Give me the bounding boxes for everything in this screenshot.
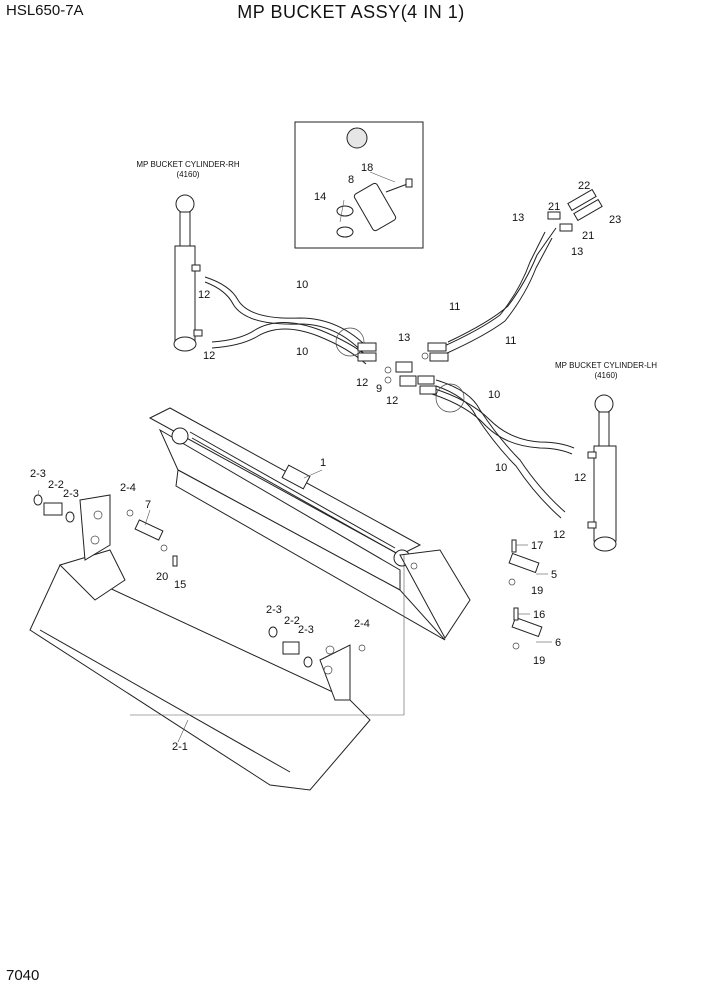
- callout-11a: 11: [449, 301, 460, 313]
- callout-21b: 21: [582, 230, 594, 242]
- cylinder-rh-label: MP BUCKET CYLINDER-RH (4160): [118, 160, 258, 180]
- callout-12e: 12: [574, 472, 586, 484]
- cylinder-rh-code: (4160): [176, 170, 200, 179]
- callout-13a: 13: [512, 212, 524, 224]
- callout-2-3c: 2-3: [266, 604, 282, 616]
- cylinder-rh-name: MP BUCKET CYLINDER-RH: [136, 160, 240, 169]
- callout-2-4a: 2-4: [120, 482, 136, 494]
- callout-17: 17: [531, 540, 543, 552]
- page-number: 7040: [6, 967, 40, 984]
- center-fittings: [384, 352, 429, 387]
- fittings-21-23: [547, 188, 603, 232]
- callout-19a: 19: [531, 585, 543, 597]
- callout-2-2b: 2-2: [284, 615, 300, 627]
- cylinder-rh: [173, 194, 203, 352]
- callout-12b: 12: [203, 350, 215, 362]
- cylinder-lh-label: MP BUCKET CYLINDER-LH (4160): [536, 361, 676, 381]
- cylinder-lh-name: MP BUCKET CYLINDER-LH: [555, 361, 657, 370]
- callout-12c: 12: [356, 377, 368, 389]
- callout-5: 5: [551, 569, 557, 581]
- callout-14: 14: [314, 191, 326, 203]
- callout-19b: 19: [533, 655, 545, 667]
- cylinder-lh-code: (4160): [594, 371, 618, 380]
- callout-10c: 10: [488, 389, 500, 401]
- pins-and-hardware: [33, 494, 543, 668]
- bucket-frame: [148, 407, 471, 641]
- detail-inset: [294, 121, 424, 249]
- callout-13c: 13: [398, 332, 410, 344]
- hose-group-lh: [417, 375, 575, 519]
- callout-10b: 10: [296, 346, 308, 358]
- callout-2-3d: 2-3: [298, 624, 314, 636]
- callout-9: 9: [376, 383, 382, 395]
- callout-13b: 13: [571, 246, 583, 258]
- callout-2-1: 2-1: [172, 741, 188, 753]
- callout-23: 23: [609, 214, 621, 226]
- hose-group-rh: [204, 276, 377, 365]
- callout-6: 6: [555, 637, 561, 649]
- callout-12f: 12: [553, 529, 565, 541]
- callout-numbers: 1 2-1 2-2 2-2 2-3 2-3 2-3 2-3 2-4 2-4 5 …: [30, 162, 621, 753]
- callout-18: 18: [361, 162, 373, 174]
- leader-lines: [37, 171, 552, 743]
- callout-8: 8: [348, 174, 354, 186]
- callout-2-3b: 2-3: [63, 488, 79, 500]
- callout-2-4b: 2-4: [354, 618, 370, 630]
- callout-21a: 21: [548, 201, 560, 213]
- callout-2-3a: 2-3: [30, 468, 46, 480]
- callout-12d: 12: [386, 395, 398, 407]
- hose-group-11: [427, 227, 557, 362]
- callout-10a: 10: [296, 279, 308, 291]
- callout-20: 20: [156, 571, 168, 583]
- callout-1: 1: [320, 457, 326, 469]
- cylinder-lh: [587, 394, 617, 552]
- callout-12a: 12: [198, 289, 210, 301]
- page-title: MP BUCKET ASSY(4 IN 1): [237, 2, 465, 22]
- callout-15: 15: [174, 579, 186, 591]
- callout-22: 22: [578, 180, 590, 192]
- callout-11b: 11: [505, 335, 516, 347]
- bucket: [29, 494, 371, 791]
- callout-2-2a: 2-2: [48, 479, 64, 491]
- callout-10d: 10: [495, 462, 507, 474]
- model-code: HSL650-7A: [6, 2, 84, 19]
- callout-16: 16: [533, 609, 545, 621]
- callout-7: 7: [145, 499, 151, 511]
